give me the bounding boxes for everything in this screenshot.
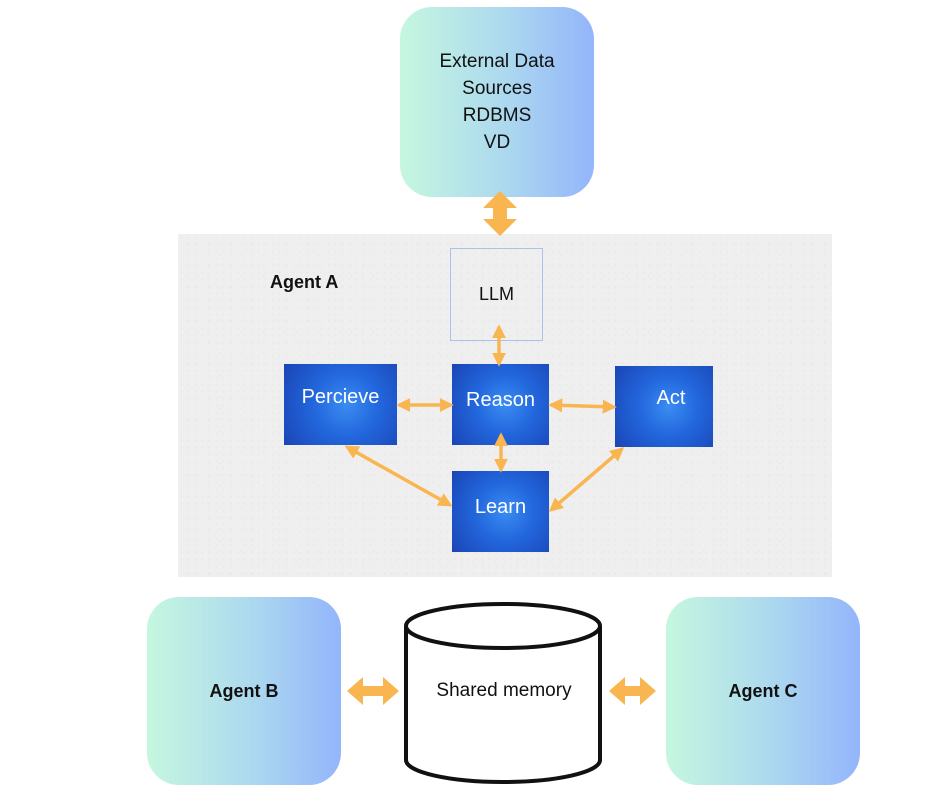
external-line-3: RDBMS — [462, 105, 532, 126]
reason-label: Reason — [466, 389, 535, 411]
shared-memory-cylinder — [404, 602, 602, 784]
reason-act-connector — [548, 398, 617, 414]
act-node: Act — [615, 366, 713, 447]
perceive-learn-connector — [344, 445, 453, 507]
agent-c-label: Agent C — [728, 680, 798, 701]
external-llm-arrow — [483, 191, 517, 236]
agent-b-box: Agent B — [147, 597, 341, 785]
agent-c-box: Agent C — [666, 597, 860, 785]
external-line-1: External Data — [439, 51, 555, 72]
agent-b-memory-arrow — [347, 677, 399, 705]
shared-memory-label: Shared memory — [436, 680, 572, 701]
act-learn-connector — [548, 447, 625, 512]
agent-b-label: Agent B — [209, 680, 279, 701]
llm-label: LLM — [478, 284, 514, 304]
perceive-node: Percieve — [284, 364, 397, 445]
learn-label: Learn — [474, 496, 527, 518]
external-line-4: VD — [483, 132, 511, 153]
agent-a-title: Agent A — [270, 272, 339, 292]
external-data-sources-box: External Data Sources RDBMS VD — [400, 7, 594, 197]
learn-node: Learn — [452, 471, 549, 552]
memory-agent-c-arrow — [609, 677, 656, 705]
external-line-2: Sources — [462, 78, 532, 99]
perceive-label: Percieve — [301, 386, 380, 408]
act-label: Act — [656, 387, 686, 409]
external-data-sources-label: External Data Sources RDBMS VD — [439, 48, 554, 156]
reason-node: Reason — [452, 364, 549, 445]
